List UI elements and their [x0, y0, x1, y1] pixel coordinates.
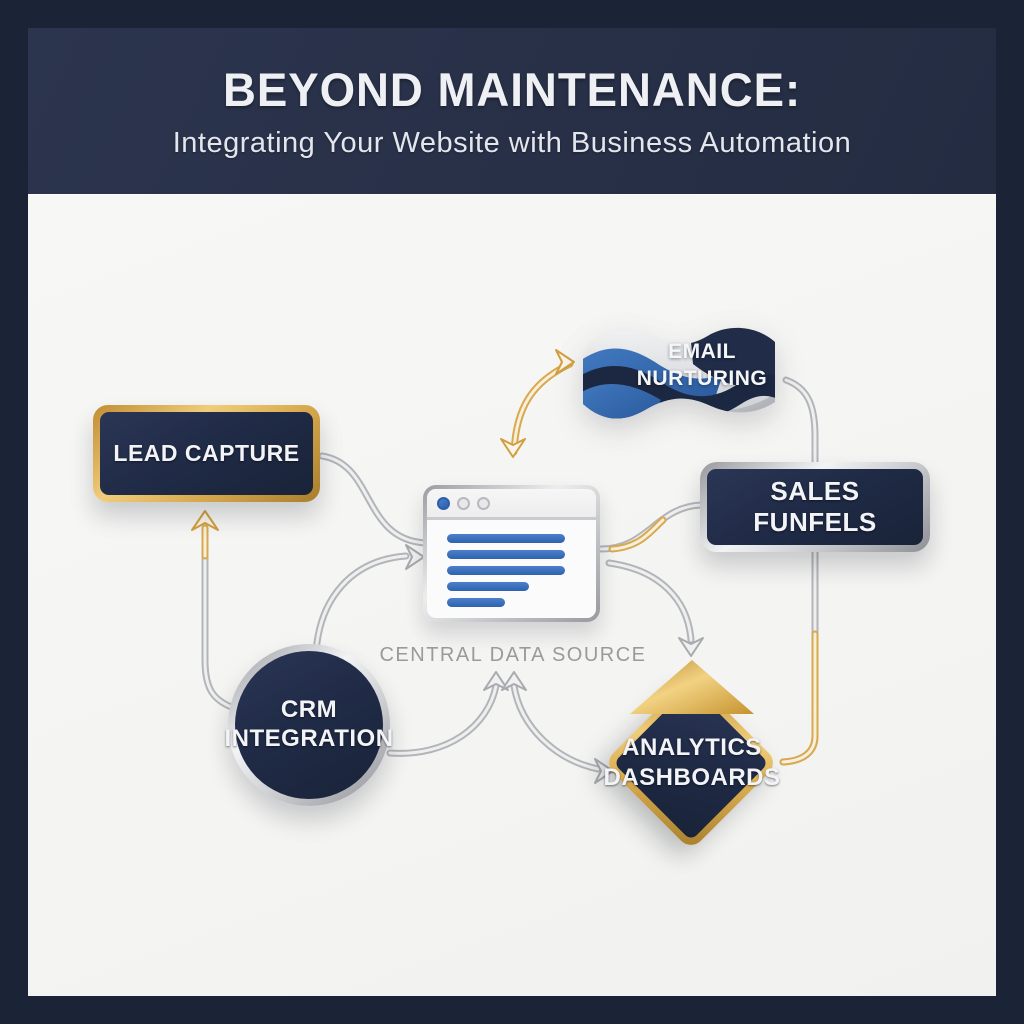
node-crm-integration: CRM INTEGRATION — [224, 644, 393, 806]
browser-window-icon — [427, 489, 596, 618]
page-title: BEYOND MAINTENANCE: — [222, 63, 802, 116]
browser-titlebar — [427, 489, 596, 520]
node-analytics-dashboards-label: ANALYTICS DASHBOARDS — [603, 734, 781, 791]
arrowhead-up-to-label-right — [501, 671, 527, 691]
node-lead-capture: LEAD CAPTURE — [93, 405, 320, 502]
text-line-icon — [447, 550, 565, 559]
node-email-nurturing-label: EMAIL NURTURING — [636, 340, 768, 391]
text-line-icon — [447, 566, 565, 575]
header-banner: BEYOND MAINTENANCE: Integrating Your Web… — [28, 28, 996, 194]
node-crm-integration-label: CRM INTEGRATION — [224, 651, 393, 799]
node-sales-funnels-label: SALES FUNFELS — [707, 469, 923, 545]
arrowhead-right-into-diamond — [594, 758, 614, 784]
window-dot-icon — [477, 496, 490, 510]
central-data-source-node — [423, 485, 600, 622]
central-data-source-label: CENTRAL DATA SOURCE — [379, 644, 647, 666]
arrowhead-down-into-diamond — [678, 637, 704, 657]
browser-content — [427, 520, 596, 618]
node-lead-capture-label: LEAD CAPTURE — [100, 412, 313, 495]
arrowhead-up-into-lead — [191, 510, 219, 531]
text-line-icon — [447, 598, 505, 607]
node-sales-funnels: SALES FUNFELS — [700, 462, 930, 552]
email-nurturing-flag — [583, 327, 775, 419]
text-line-icon — [447, 582, 529, 591]
window-dot-icon — [457, 496, 470, 510]
arrowhead-right-into-flag — [555, 349, 575, 375]
arrowhead-up-to-label-left — [483, 671, 509, 691]
arrowhead-right-into-source — [405, 544, 425, 570]
arrowhead-down-into-source — [500, 438, 526, 458]
page-subtitle: Integrating Your Website with Business A… — [172, 127, 852, 159]
window-dot-icon — [437, 496, 450, 510]
text-line-icon — [447, 534, 565, 543]
